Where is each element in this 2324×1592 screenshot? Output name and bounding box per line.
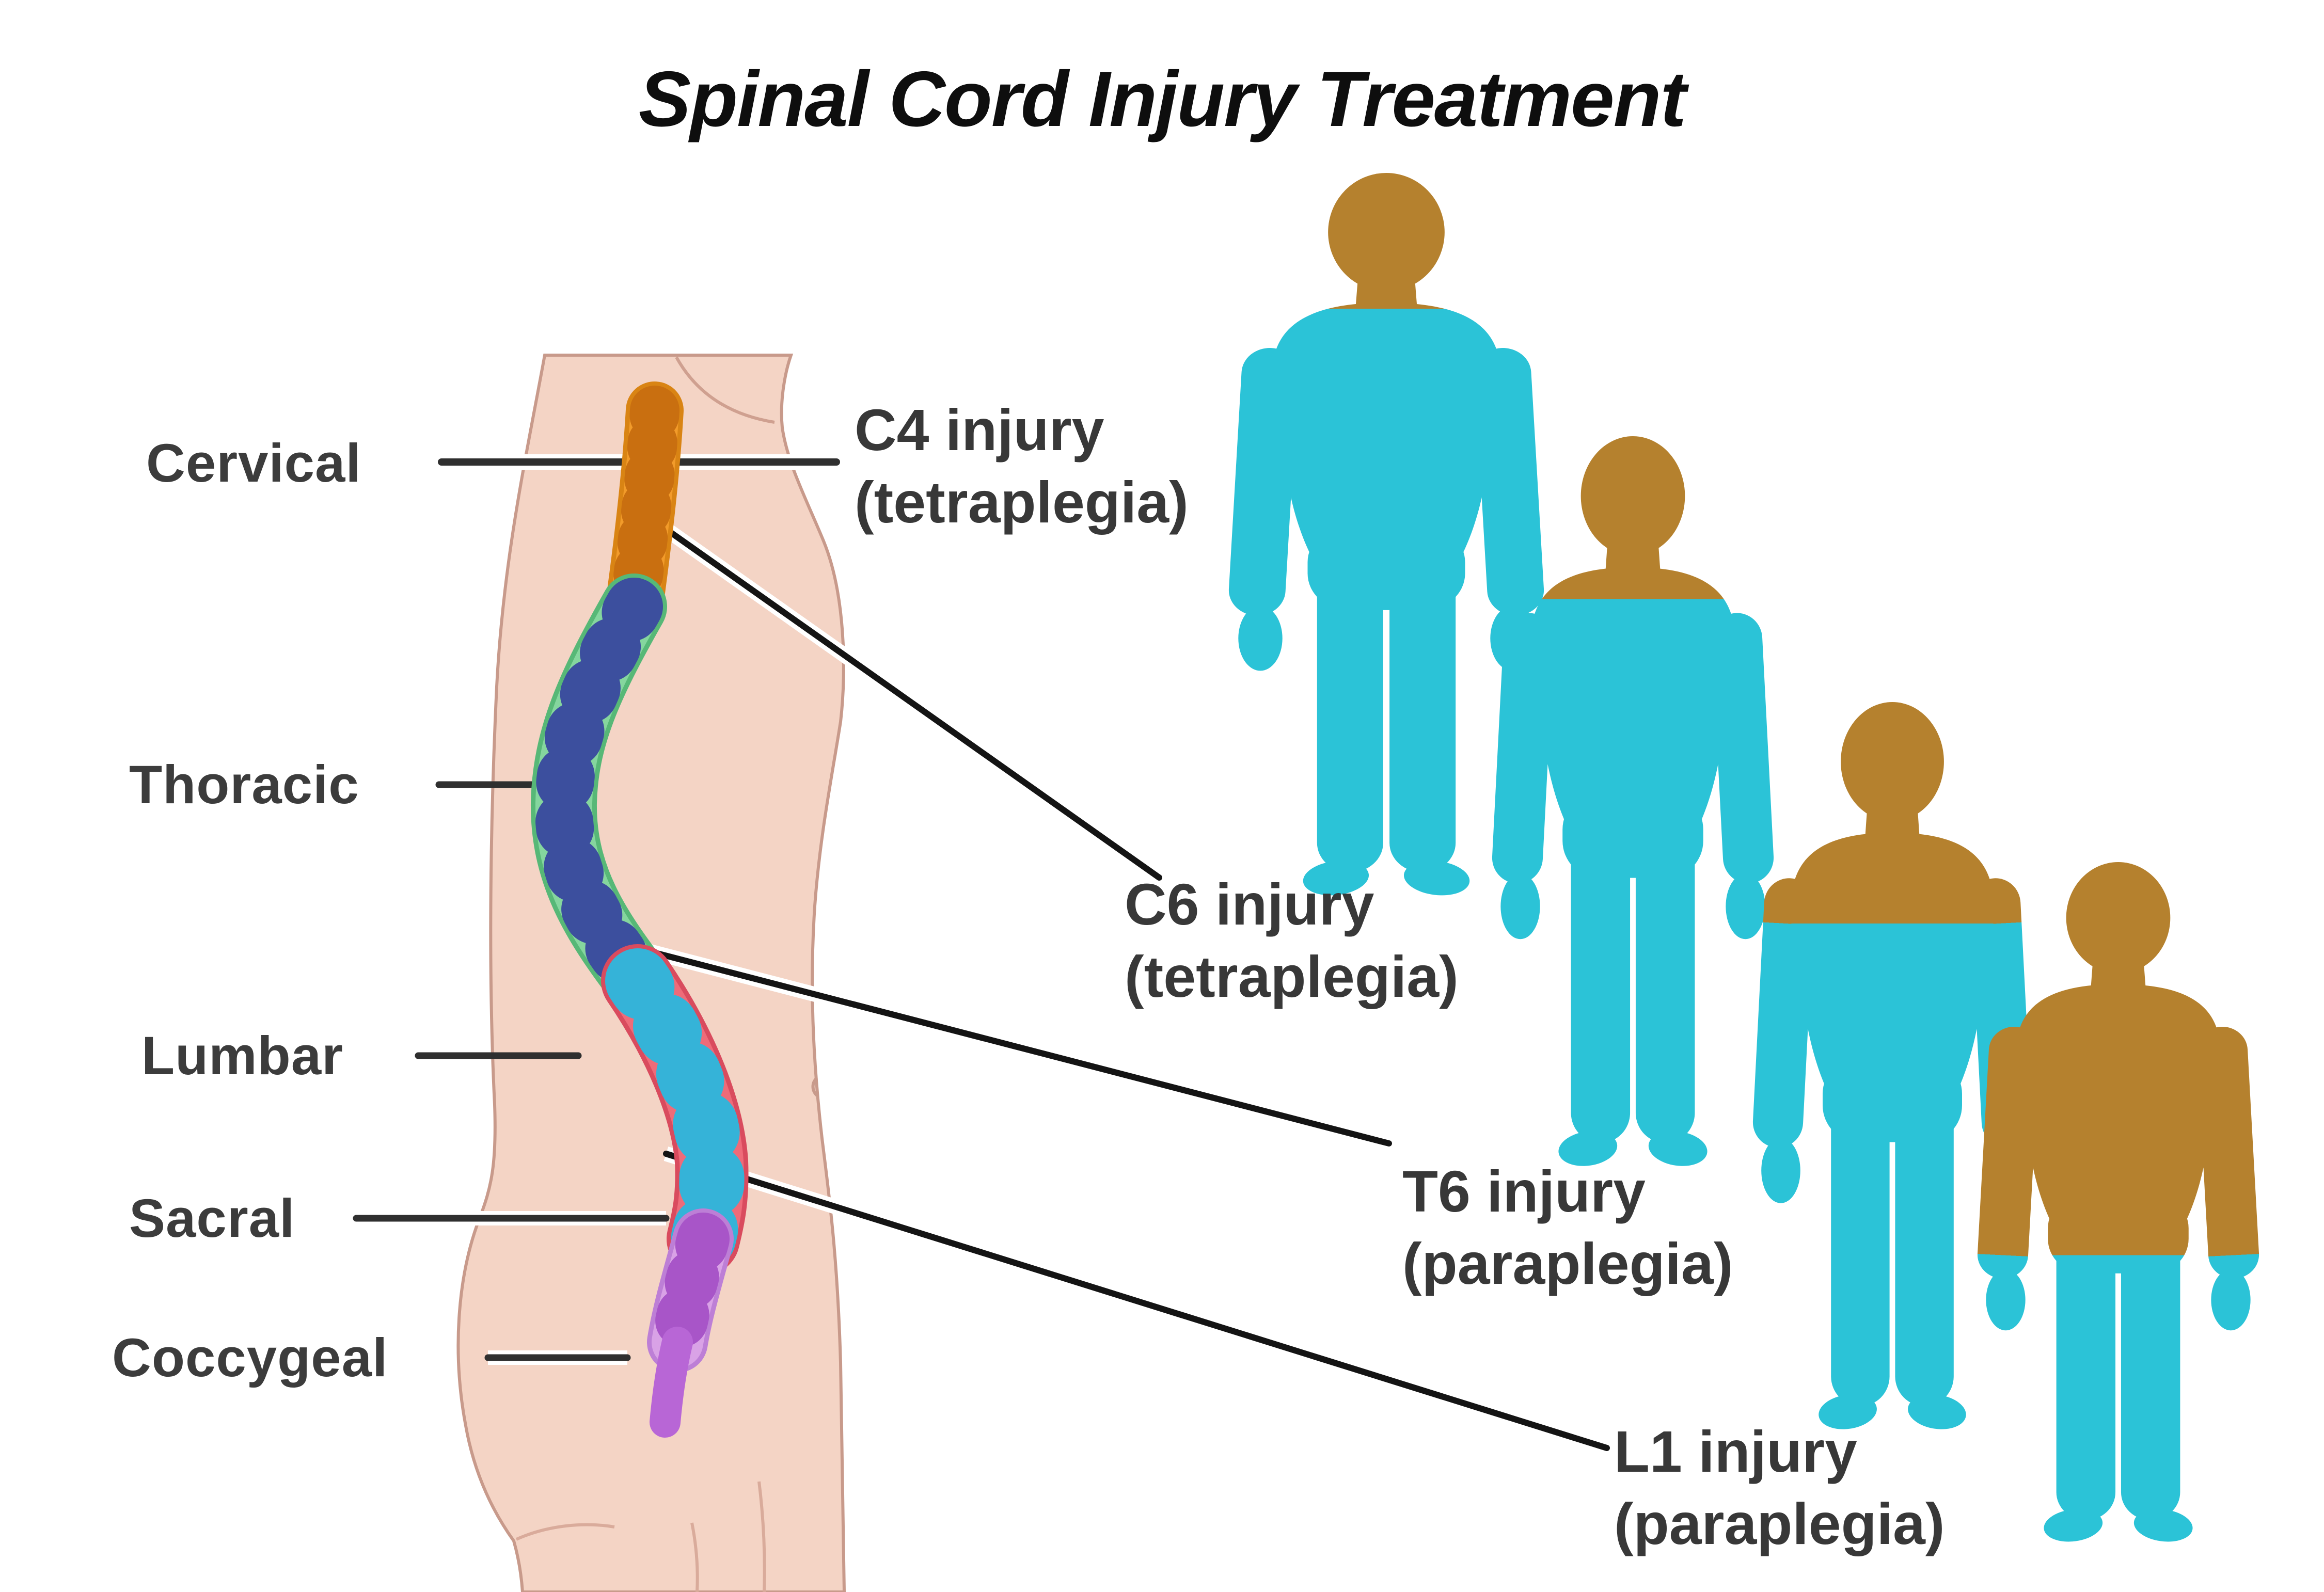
spine-region-label-thoracic: Thoracic <box>129 755 359 815</box>
injury-label-t6: T6 injury (paraplegia) <box>1402 1155 1733 1300</box>
injury-label-c6-type: (tetraplegia) <box>1125 944 1459 1010</box>
injury-label-t6-name: T6 injury <box>1402 1159 1646 1224</box>
injury-label-c4-type: (tetraplegia) <box>855 470 1189 535</box>
spine-coccygeal-segment <box>650 1327 693 1438</box>
c6-leader-line <box>619 495 1162 881</box>
injury-label-l1-name: L1 injury <box>1614 1419 1857 1484</box>
spine-region-label-lumbar: Lumbar <box>141 1026 344 1086</box>
buttock-crease-line <box>515 1523 615 1541</box>
injury-label-c6-name: C6 injury <box>1125 872 1374 937</box>
spine-region-label-sacral: Sacral <box>129 1188 295 1249</box>
spine-region-label-coccygeal: Coccygeal <box>112 1328 388 1388</box>
injury-label-l1-type: (paraplegia) <box>1614 1491 1945 1557</box>
l1-leader-line <box>663 1151 1610 1451</box>
injury-label-c4-name: C4 injury <box>855 397 1104 463</box>
navel-line <box>811 1076 818 1097</box>
injury-label-c6: C6 injury (tetraplegia) <box>1125 868 1459 1013</box>
injury-label-c4: C4 injury (tetraplegia) <box>855 394 1189 538</box>
thigh-crease-line-2 <box>757 1481 766 1592</box>
spine-region-label-cervical: Cervical <box>146 433 361 493</box>
injury-label-l1: L1 injury (paraplegia) <box>1614 1415 1944 1560</box>
t6-leader-line <box>591 934 1392 1147</box>
injury-label-t6-type: (paraplegia) <box>1402 1231 1733 1297</box>
thigh-crease-line-1 <box>690 1522 699 1592</box>
thoracic-discs <box>534 578 667 1010</box>
chin-line <box>675 356 775 424</box>
page-title: Spinal Cord Injury Treatment <box>638 55 1686 143</box>
spine-illustration <box>530 381 749 1438</box>
sacral-discs <box>651 1213 730 1368</box>
